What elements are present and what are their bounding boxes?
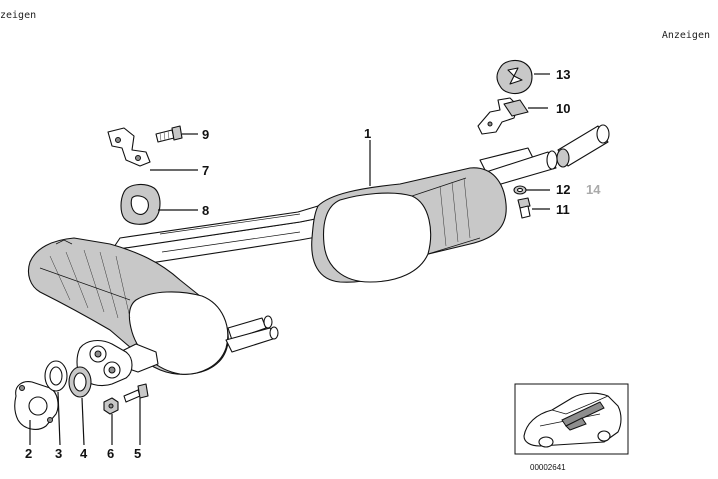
header-right-text: Anzeigen xyxy=(661,30,710,41)
front-flange xyxy=(76,339,133,387)
callout-11: 11 xyxy=(556,202,570,217)
sealing-ring xyxy=(44,360,68,392)
bracket-7 xyxy=(107,127,151,167)
callout-4: 4 xyxy=(80,446,88,461)
vehicle-thumbnail: 00002641 xyxy=(514,383,629,472)
gasket-plate xyxy=(14,381,59,430)
leader-lines xyxy=(29,73,550,446)
front-silencer xyxy=(27,237,279,375)
callout-9: 9 xyxy=(202,127,209,142)
callout-6: 6 xyxy=(107,446,114,461)
thumbnail-id: 00002641 xyxy=(530,463,566,472)
nut xyxy=(103,397,119,415)
ring xyxy=(68,366,92,398)
rubber-mount-8 xyxy=(120,183,161,225)
hanger-clip-13 xyxy=(496,59,533,95)
callout-10: 10 xyxy=(556,101,570,116)
callout-2: 2 xyxy=(25,446,32,461)
header-left-text: zeigen xyxy=(0,10,37,21)
clip-12 xyxy=(513,185,527,195)
callout-8: 8 xyxy=(202,203,209,218)
callouts: 1 2 3 4 5 6 7 8 9 10 11 12 13 14 xyxy=(25,67,601,461)
screw-11 xyxy=(517,197,531,219)
tail-pipe-trim-14 xyxy=(556,124,610,168)
callout-1: 1 xyxy=(364,126,371,141)
bracket-10 xyxy=(477,97,529,135)
exhaust-pipe-assembly xyxy=(109,147,558,269)
callout-13: 13 xyxy=(556,67,570,82)
screw-9 xyxy=(155,125,183,143)
callout-7: 7 xyxy=(202,163,209,178)
callout-14: 14 xyxy=(586,182,601,197)
callout-3: 3 xyxy=(55,446,62,461)
rear-silencer xyxy=(311,167,507,283)
callout-5: 5 xyxy=(134,446,141,461)
bolt xyxy=(123,383,149,403)
callout-12: 12 xyxy=(556,182,570,197)
